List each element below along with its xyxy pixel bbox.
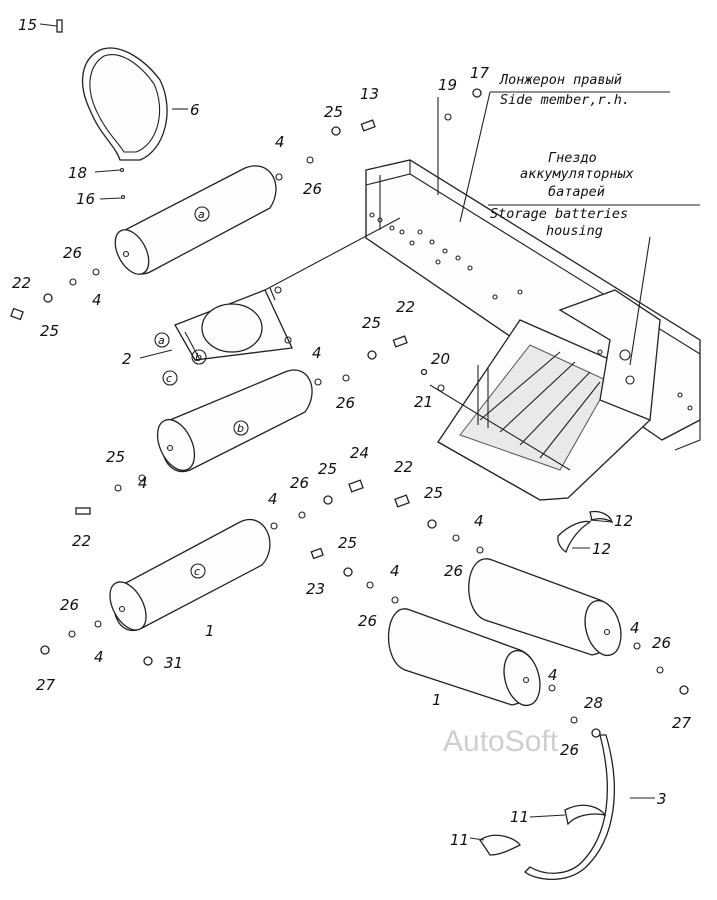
watermark: AutoSoft bbox=[443, 725, 559, 758]
air-tank-c: c bbox=[109, 519, 271, 631]
tank-tag-c: c bbox=[194, 565, 200, 578]
tank-bracket bbox=[174, 286, 293, 361]
callout: 25 bbox=[318, 460, 337, 478]
callout: 1 bbox=[432, 691, 442, 709]
callout: 6 bbox=[190, 101, 200, 119]
bracket-tag-c: c bbox=[166, 372, 172, 385]
callout: 4 bbox=[275, 133, 285, 151]
strap-6 bbox=[81, 47, 168, 161]
callout: 4 bbox=[474, 512, 484, 530]
side-member-label-en: Side member,r.h. bbox=[500, 92, 630, 108]
callout: 26 bbox=[652, 634, 671, 652]
pad-11-lower bbox=[479, 834, 521, 856]
strap-3 bbox=[524, 734, 615, 880]
callout: 27 bbox=[672, 714, 692, 732]
air-tank-b: b b a c bbox=[154, 332, 313, 473]
callout: 26 bbox=[444, 562, 463, 580]
callout: 4 bbox=[92, 291, 102, 309]
battery-housing-label-ru-3: батарей bbox=[548, 184, 605, 200]
callout: 20 bbox=[431, 350, 450, 368]
callout: 25 bbox=[324, 103, 343, 121]
callout: 26 bbox=[60, 596, 79, 614]
callout: 31 bbox=[164, 654, 183, 672]
air-tank-lower-2 bbox=[468, 558, 622, 657]
leader-lines bbox=[39, 23, 700, 841]
fittings bbox=[10, 19, 689, 738]
callout: 4 bbox=[312, 344, 322, 362]
callout: 21 bbox=[414, 393, 433, 411]
callout: 26 bbox=[63, 244, 82, 262]
callout: 22 bbox=[396, 298, 415, 316]
callout: 23 bbox=[306, 580, 325, 598]
callout: 15 bbox=[18, 16, 37, 34]
callout: 25 bbox=[338, 534, 357, 552]
callout: 22 bbox=[394, 458, 413, 476]
callout: 4 bbox=[630, 619, 640, 637]
bracket-tag-b: b bbox=[195, 351, 202, 364]
callout: 19 bbox=[438, 76, 457, 94]
battery-housing-label-ru-2: аккумуляторных bbox=[520, 166, 634, 182]
callout: 4 bbox=[390, 562, 400, 580]
callout: 3 bbox=[657, 790, 667, 808]
callout: 13 bbox=[360, 85, 379, 103]
air-tank-lower-1 bbox=[387, 608, 541, 707]
pad-11-upper bbox=[564, 804, 607, 826]
callout: 4 bbox=[94, 648, 104, 666]
callout: 22 bbox=[72, 532, 91, 550]
callout-numbers: 15 6 18 16 25 13 4 26 19 17 26 4 22 25 2… bbox=[12, 16, 692, 849]
callout: 11 bbox=[510, 808, 529, 826]
battery-housing-label-en-1: Storage batteries bbox=[490, 206, 628, 222]
callout: 18 bbox=[68, 164, 87, 182]
battery-housing-label-ru-1: Гнездо bbox=[548, 150, 597, 166]
callout: 26 bbox=[290, 474, 309, 492]
callout: 4 bbox=[268, 490, 278, 508]
callout: 26 bbox=[336, 394, 355, 412]
callout: 12 bbox=[592, 540, 611, 558]
callout: 4 bbox=[548, 666, 558, 684]
callout: 26 bbox=[560, 741, 579, 759]
side-member-label-ru: Лонжерон правый bbox=[499, 72, 622, 88]
callout: 16 bbox=[76, 190, 95, 208]
callout: 17 bbox=[470, 64, 490, 82]
battery-housing bbox=[437, 289, 661, 501]
air-tank-a: a bbox=[114, 165, 277, 275]
callout: 1 bbox=[205, 622, 215, 640]
strap-6-inner bbox=[89, 54, 161, 153]
tank-tag-b: b bbox=[237, 422, 244, 435]
callout: 22 bbox=[12, 274, 31, 292]
callout: 27 bbox=[36, 676, 56, 694]
callout: 25 bbox=[40, 322, 59, 340]
callout: 26 bbox=[303, 180, 322, 198]
callout: 2 bbox=[122, 350, 132, 368]
callout: 26 bbox=[358, 612, 377, 630]
callout: 25 bbox=[362, 314, 381, 332]
tank-tag-a: a bbox=[198, 208, 205, 221]
callout: 28 bbox=[584, 694, 603, 712]
callout: 12 bbox=[614, 512, 633, 530]
callout: 25 bbox=[424, 484, 443, 502]
callout: 24 bbox=[350, 444, 369, 462]
callout: 11 bbox=[450, 831, 469, 849]
pad-12-lower bbox=[557, 520, 592, 554]
callout: 25 bbox=[106, 448, 125, 466]
battery-housing-label-en-2: housing bbox=[546, 223, 603, 239]
callout: 4 bbox=[138, 474, 148, 492]
bracket-tag-a: a bbox=[158, 334, 165, 347]
